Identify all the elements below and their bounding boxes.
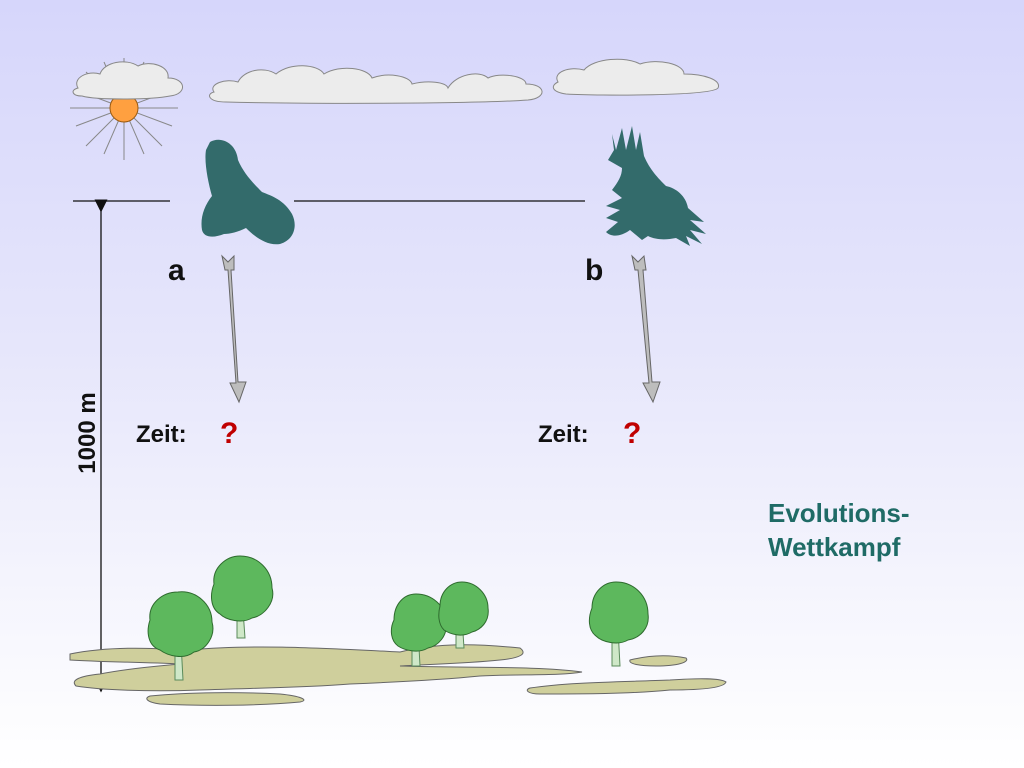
ground <box>69 644 727 706</box>
label-b: b <box>585 254 603 287</box>
diagram-title: Evolutions- Wettkampf <box>768 496 910 564</box>
tree-icon <box>147 591 214 681</box>
diving-bird-icon <box>201 139 295 245</box>
tree-icon <box>211 555 274 639</box>
title-line-2: Wettkampf <box>768 532 901 562</box>
fall-arrow-a <box>221 254 247 404</box>
time-value-b: ? <box>623 417 641 450</box>
tree-icon <box>588 581 649 667</box>
tree-icon <box>390 593 447 667</box>
tree-icon <box>438 581 489 649</box>
title-line-1: Evolutions- <box>768 498 910 528</box>
time-label-a: Zeit: <box>136 421 187 448</box>
gliding-bird-icon <box>606 126 706 246</box>
fall-arrow-b <box>631 254 661 404</box>
time-label-b: Zeit: <box>538 421 589 448</box>
time-value-a: ? <box>220 417 238 450</box>
cloud-icon <box>209 65 543 104</box>
cloud-icon <box>552 58 720 96</box>
cloud-icon <box>72 61 183 100</box>
height-label: 1000 m <box>74 392 101 473</box>
label-a: a <box>168 254 185 287</box>
